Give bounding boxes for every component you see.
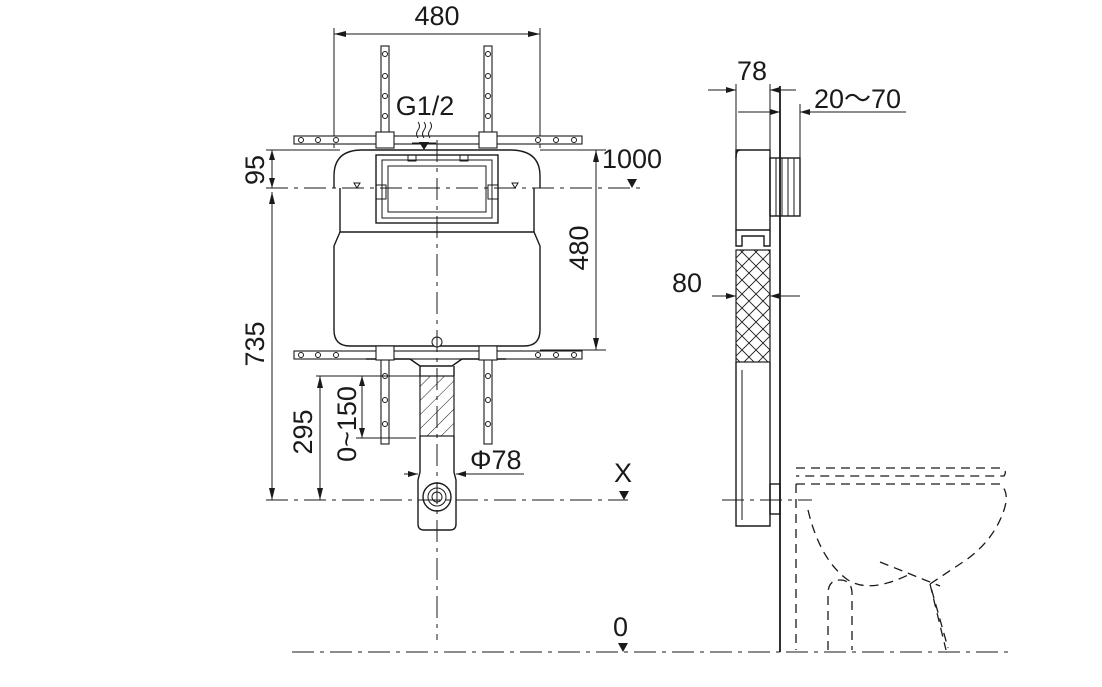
wall-adjust-label: 20～70 — [814, 84, 901, 114]
frame-width-label: 480 — [414, 1, 459, 31]
outlet-height-dimension: 295 — [288, 375, 420, 500]
depth-label: 78 — [737, 56, 767, 86]
water-inlet-label: G1/2 — [396, 91, 455, 121]
side-depth-dimension: 80 — [672, 268, 800, 299]
top-offset-label: 95 — [240, 155, 270, 185]
frame-width-dimension: 480 — [333, 1, 541, 148]
tank-height-label: 480 — [564, 225, 594, 270]
pipe-diameter-dimension: Φ78 — [404, 445, 524, 477]
side-depth-label: 80 — [672, 268, 702, 298]
total-height-label: 735 — [240, 321, 270, 366]
adjust-range-label: 0~150 — [332, 386, 362, 462]
floor-line: 0 — [292, 612, 1010, 653]
side-view: 78 20～70 — [672, 56, 1007, 652]
lower-horizontal-bar — [293, 350, 583, 367]
lower-mounting-bars — [375, 345, 498, 445]
floor-level-label: 0 — [613, 612, 628, 642]
toilet-bowl-outline — [795, 467, 1007, 651]
tank-height-dimension: 480 — [564, 150, 599, 350]
wall-adjust-dimension: 20～70 — [738, 84, 906, 160]
top-offset-dimension: 95 — [240, 150, 275, 188]
total-height-dimension: 735 — [240, 192, 275, 500]
inlet-height-label: 1000 — [602, 144, 662, 174]
front-view: 480 G1/2 — [240, 1, 662, 640]
axis-x-marker: X — [614, 458, 632, 500]
adjust-range-dimension: 0~150 — [332, 376, 416, 462]
depth-dimension: 78 — [708, 56, 796, 150]
side-cistern-body — [735, 149, 801, 527]
pipe-diameter-label: Φ78 — [470, 445, 522, 475]
upper-horizontal-bar — [293, 131, 583, 149]
axis-x-label: X — [614, 458, 632, 488]
outlet-height-label: 295 — [288, 409, 318, 454]
water-inlet: G1/2 — [396, 91, 455, 150]
inlet-height-marker: 1000 — [602, 144, 662, 188]
